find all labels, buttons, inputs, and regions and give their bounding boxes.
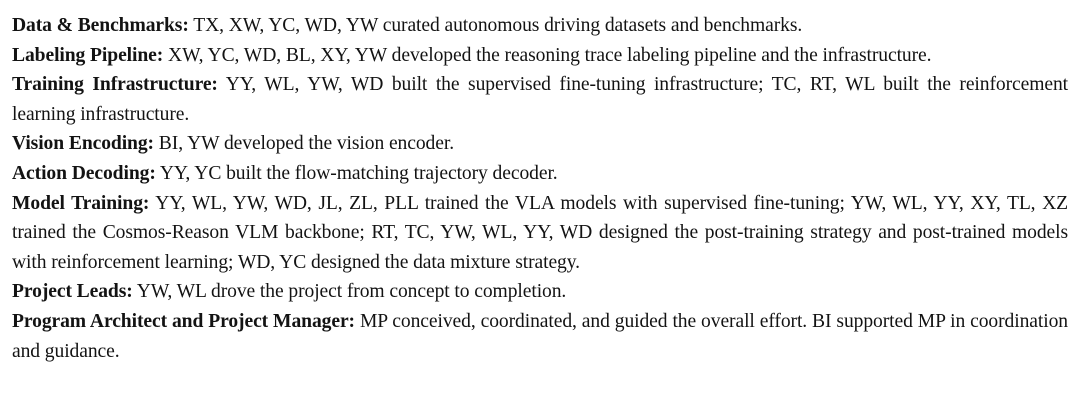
contribution-role-label: Model Training: <box>12 192 150 214</box>
contribution-role-label: Action Decoding: <box>12 162 156 184</box>
contribution-entry: Project Leads: YW, WL drove the project … <box>12 277 1068 307</box>
contribution-entry: Action Decoding: YY, YC built the flow-m… <box>12 159 1068 189</box>
contribution-entry: Labeling Pipeline: XW, YC, WD, BL, XY, Y… <box>12 41 1068 71</box>
contribution-role-body: YY, WL, YW, WD built the supervised fine… <box>12 74 1068 125</box>
contribution-role-label: Data & Benchmarks: <box>12 15 189 36</box>
contribution-entry: Vision Encoding: BI, YW developed the vi… <box>12 129 1068 159</box>
contribution-entry: Training Infrastructure: YY, WL, YW, WD … <box>12 70 1068 129</box>
contribution-role-label: Vision Encoding: <box>12 133 154 155</box>
contribution-role-label: Labeling Pipeline: <box>12 44 164 66</box>
contribution-role-label: Program Architect and Project Manager: <box>12 310 355 332</box>
contribution-role-body: YW, WL drove the project from concept to… <box>136 281 567 303</box>
contribution-role-body: XW, YC, WD, BL, XY, YW developed the rea… <box>168 44 932 66</box>
contribution-entry: Model Training: YY, WL, YW, WD, JL, ZL, … <box>12 189 1068 278</box>
contribution-role-body: YY, WL, YW, WD, JL, ZL, PLL trained the … <box>12 192 1069 273</box>
contribution-role-body: MP conceived, coordinated, and guided th… <box>12 310 1068 362</box>
contributions-section: Data & Benchmarks: TX, XW, YC, WD, YW cu… <box>12 11 1068 366</box>
contribution-role-label: Training Infrastructure: <box>12 74 218 96</box>
contribution-entry: Data & Benchmarks: TX, XW, YC, WD, YW cu… <box>12 11 1068 41</box>
contribution-role-body: BI, YW developed the vision encoder. <box>158 133 454 155</box>
contribution-role-body: YY, YC built the flow-matching trajector… <box>159 162 558 184</box>
contribution-role-label: Project Leads: <box>12 281 133 303</box>
contribution-entry: Program Architect and Project Manager: M… <box>12 307 1068 366</box>
contribution-role-body: TX, XW, YC, WD, YW curated autonomous dr… <box>193 15 803 36</box>
